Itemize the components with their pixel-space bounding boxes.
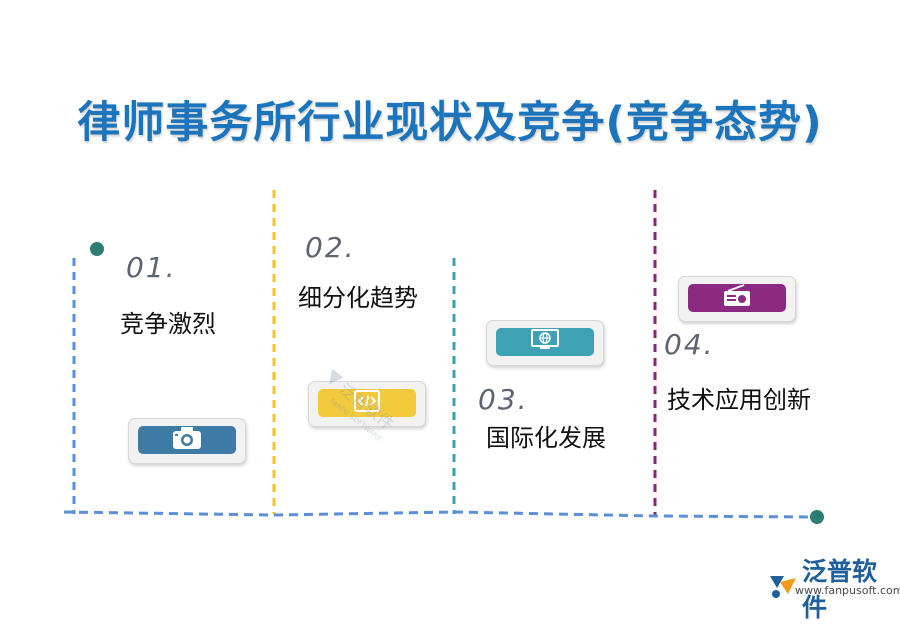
brand-mark-icon: [768, 572, 798, 604]
step-2-icon-card: [308, 381, 426, 427]
step-4-icon-card: [678, 276, 796, 322]
timeline-diagram: [63, 190, 824, 524]
step-3-label: 国际化发展: [486, 424, 606, 452]
step-4-label: 技术应用创新: [667, 386, 811, 414]
step-3-number: 03.: [478, 383, 529, 416]
radio-icon: [722, 284, 752, 312]
step-2-label: 细分化趋势: [298, 284, 418, 312]
step-2-number: 02.: [305, 231, 356, 264]
step-3-icon-card: [486, 320, 604, 366]
brand-logo: 泛普软件: [768, 552, 900, 624]
camera-icon: [171, 426, 203, 454]
timeline-end-dot: [810, 510, 824, 524]
step-1-label: 竞争激烈: [120, 310, 216, 338]
page-title: 律师事务所行业现状及竞争(竞争态势): [77, 98, 823, 148]
timeline-start-dot: [90, 242, 104, 256]
code-file-icon: [352, 389, 382, 417]
timeline-baseline: [63, 510, 817, 519]
step-1-icon-card: [128, 418, 246, 464]
step-1-number: 01.: [126, 251, 177, 284]
monitor-globe-icon: [529, 328, 561, 356]
step-4-number: 04.: [664, 328, 715, 361]
brand-url: www.fanpusoft.com: [795, 584, 900, 597]
